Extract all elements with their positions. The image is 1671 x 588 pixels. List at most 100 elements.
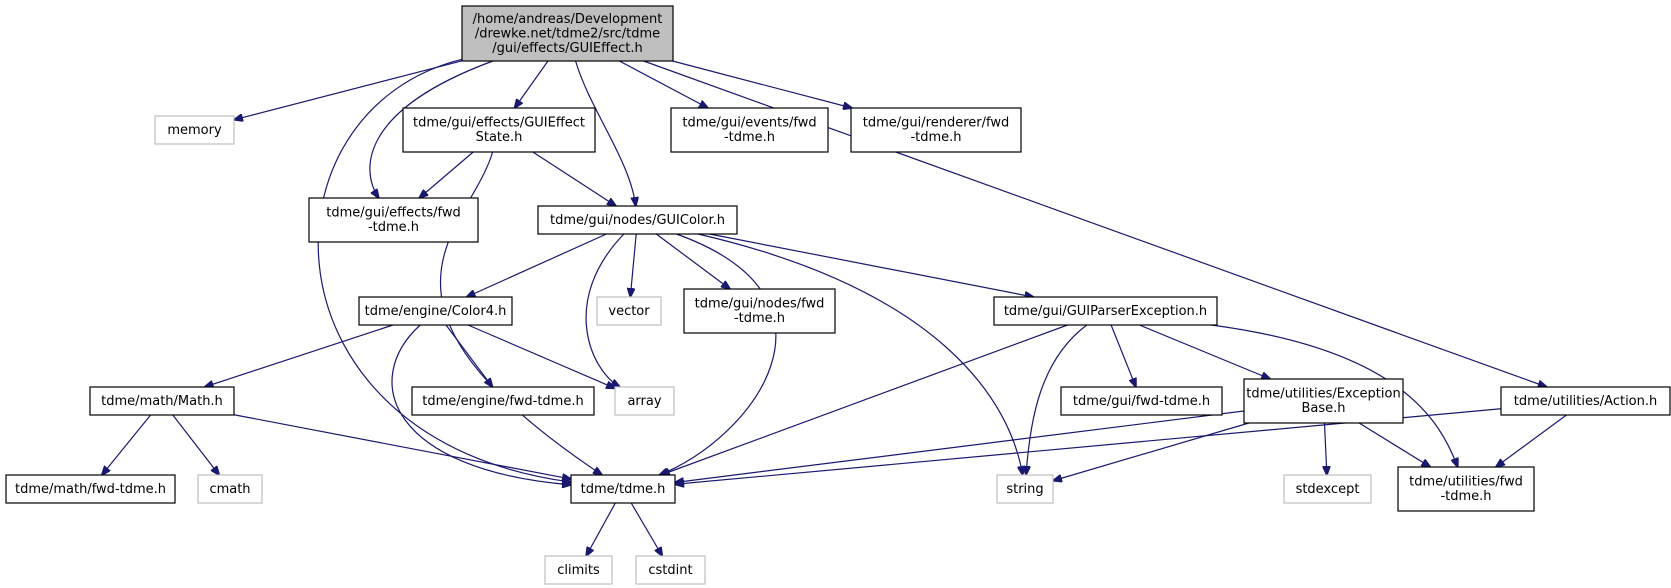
node-cmath[interactable]: cmath [197, 474, 263, 504]
node-box [89, 386, 235, 416]
node-label-line: tdme/gui/GUIParserException.h [1004, 304, 1207, 319]
node-label-line: tdme/gui/effects/GUIEffect [413, 116, 585, 131]
edge-parser-exc-to-tdme [661, 324, 1068, 475]
node-util-fwd[interactable]: tdme/utilities/fwd-tdme.h [1397, 466, 1535, 512]
node-box [1243, 378, 1404, 424]
node-root[interactable]: /home/andreas/Development/drewke.net/tdm… [461, 5, 674, 62]
edge-effect-state-to-guicolor [532, 151, 616, 206]
node-box [197, 474, 263, 504]
node-label-line: tdme/math/fwd-tdme.h [15, 482, 166, 497]
edge-parser-exc-to-exc-base [1139, 324, 1270, 379]
node-label-line: tdme/utilities/Action.h [1514, 394, 1658, 409]
node-climits[interactable]: climits [544, 555, 613, 585]
node-math[interactable]: tdme/math/Math.h [89, 386, 235, 416]
node-array[interactable]: array [614, 386, 675, 416]
node-label-line: vector [608, 304, 650, 319]
edge-root-to-effects-fwd [369, 60, 494, 198]
edge-math-to-math-fwd [102, 414, 152, 475]
node-guicolor[interactable]: tdme/gui/nodes/GUIColor.h [537, 205, 738, 235]
edge-guicolor-to-string [697, 233, 1023, 475]
node-label-line: tdme/tdme.h [581, 482, 666, 497]
node-box [402, 107, 596, 153]
node-label-line: tdme/gui/nodes/GUIColor.h [550, 213, 725, 228]
edge-tdme-to-cstdint [630, 502, 662, 556]
edge-parser-exc-to-gui-fwd [1110, 324, 1136, 387]
edge-root-to-events-fwd [619, 60, 708, 108]
node-box [596, 296, 662, 326]
node-label-line: /home/andreas/Development [473, 12, 663, 27]
node-label-line: -tdme.h [734, 311, 785, 326]
node-parser-exc[interactable]: tdme/gui/GUIParserException.h [993, 296, 1218, 326]
node-box [411, 386, 595, 416]
edge-color4-to-array [467, 324, 615, 388]
node-events-fwd[interactable]: tdme/gui/events/fwd-tdme.h [670, 107, 829, 153]
edge-exc-base-to-stdexcept [1325, 422, 1327, 475]
edge-guicolor-to-color4 [467, 233, 607, 297]
node-engine-fwd[interactable]: tdme/engine/fwd-tdme.h [411, 386, 595, 416]
edge-guicolor-to-nodes-fwd [655, 233, 730, 289]
node-label-line: stdexcept [1296, 482, 1360, 497]
node-math-fwd[interactable]: tdme/math/fwd-tdme.h [5, 474, 176, 504]
node-label-line: tdme/utilities/fwd [1409, 475, 1523, 490]
edges-layer [102, 58, 1567, 556]
node-box [670, 107, 829, 153]
edge-color4-to-tdme [391, 324, 571, 485]
edge-exc-base-to-util-fwd [1358, 422, 1430, 467]
node-box [5, 474, 176, 504]
node-label-line: tdme/gui/effects/fwd [326, 206, 460, 221]
node-box [850, 107, 1022, 153]
node-box [683, 288, 836, 334]
node-label-line: memory [167, 123, 222, 138]
node-label-line: -tdme.h [910, 130, 961, 145]
edge-root-to-tdme [317, 58, 571, 482]
node-stdexcept[interactable]: stdexcept [1283, 474, 1372, 504]
edge-effect-state-to-effects-fwd [419, 151, 474, 198]
edge-root-to-memory [234, 60, 463, 120]
node-tdme[interactable]: tdme/tdme.h [570, 474, 676, 504]
edge-guicolor-to-array [585, 233, 625, 387]
node-gui-fwd[interactable]: tdme/gui/fwd-tdme.h [1060, 386, 1223, 416]
node-label-line: cstdint [648, 563, 692, 578]
node-memory[interactable]: memory [154, 115, 235, 145]
node-vector[interactable]: vector [596, 296, 662, 326]
edge-guicolor-to-tdme [659, 233, 777, 475]
node-label-line: tdme/utilities/Exception [1246, 387, 1400, 402]
edge-guicolor-to-vector [630, 233, 637, 297]
node-label-line: tdme/engine/Color4.h [365, 304, 507, 319]
node-box [993, 296, 1218, 326]
node-box [1283, 474, 1372, 504]
node-action[interactable]: tdme/utilities/Action.h [1500, 386, 1671, 416]
edge-math-to-cmath [172, 414, 219, 475]
node-label-line: Base.h [1301, 401, 1345, 416]
edge-math-to-tdme [233, 414, 571, 479]
node-label-line: string [1006, 482, 1043, 497]
node-box [537, 205, 738, 235]
edge-exc-base-to-tdme [675, 410, 1245, 482]
edge-guicolor-to-parser-exc [709, 233, 1034, 297]
node-color4[interactable]: tdme/engine/Color4.h [358, 296, 513, 326]
edge-tdme-to-climits [586, 502, 616, 556]
node-renderer-fwd[interactable]: tdme/gui/renderer/fwd-tdme.h [850, 107, 1022, 153]
node-effects-fwd[interactable]: tdme/gui/effects/fwd-tdme.h [308, 197, 479, 243]
node-string[interactable]: string [996, 474, 1054, 504]
node-label-line: climits [557, 563, 600, 578]
node-label-line: tdme/gui/fwd-tdme.h [1073, 394, 1210, 409]
node-nodes-fwd[interactable]: tdme/gui/nodes/fwd-tdme.h [683, 288, 836, 334]
nodes-layer: /home/andreas/Development/drewke.net/tdm… [5, 5, 1671, 585]
node-cstdint[interactable]: cstdint [635, 555, 706, 585]
node-box [996, 474, 1054, 504]
node-label-line: tdme/gui/nodes/fwd [695, 297, 825, 312]
node-box [544, 555, 613, 585]
node-label-line: array [627, 394, 661, 409]
node-label-line: /gui/effects/GUIEffect.h [492, 41, 642, 56]
node-label-line: /drewke.net/tdme2/src/tdme [475, 26, 660, 41]
node-box [570, 474, 676, 504]
node-box [154, 115, 235, 145]
node-label-line: tdme/gui/renderer/fwd [863, 116, 1009, 131]
node-box [1500, 386, 1671, 416]
node-label-line: -tdme.h [368, 220, 419, 235]
node-box [308, 197, 479, 243]
